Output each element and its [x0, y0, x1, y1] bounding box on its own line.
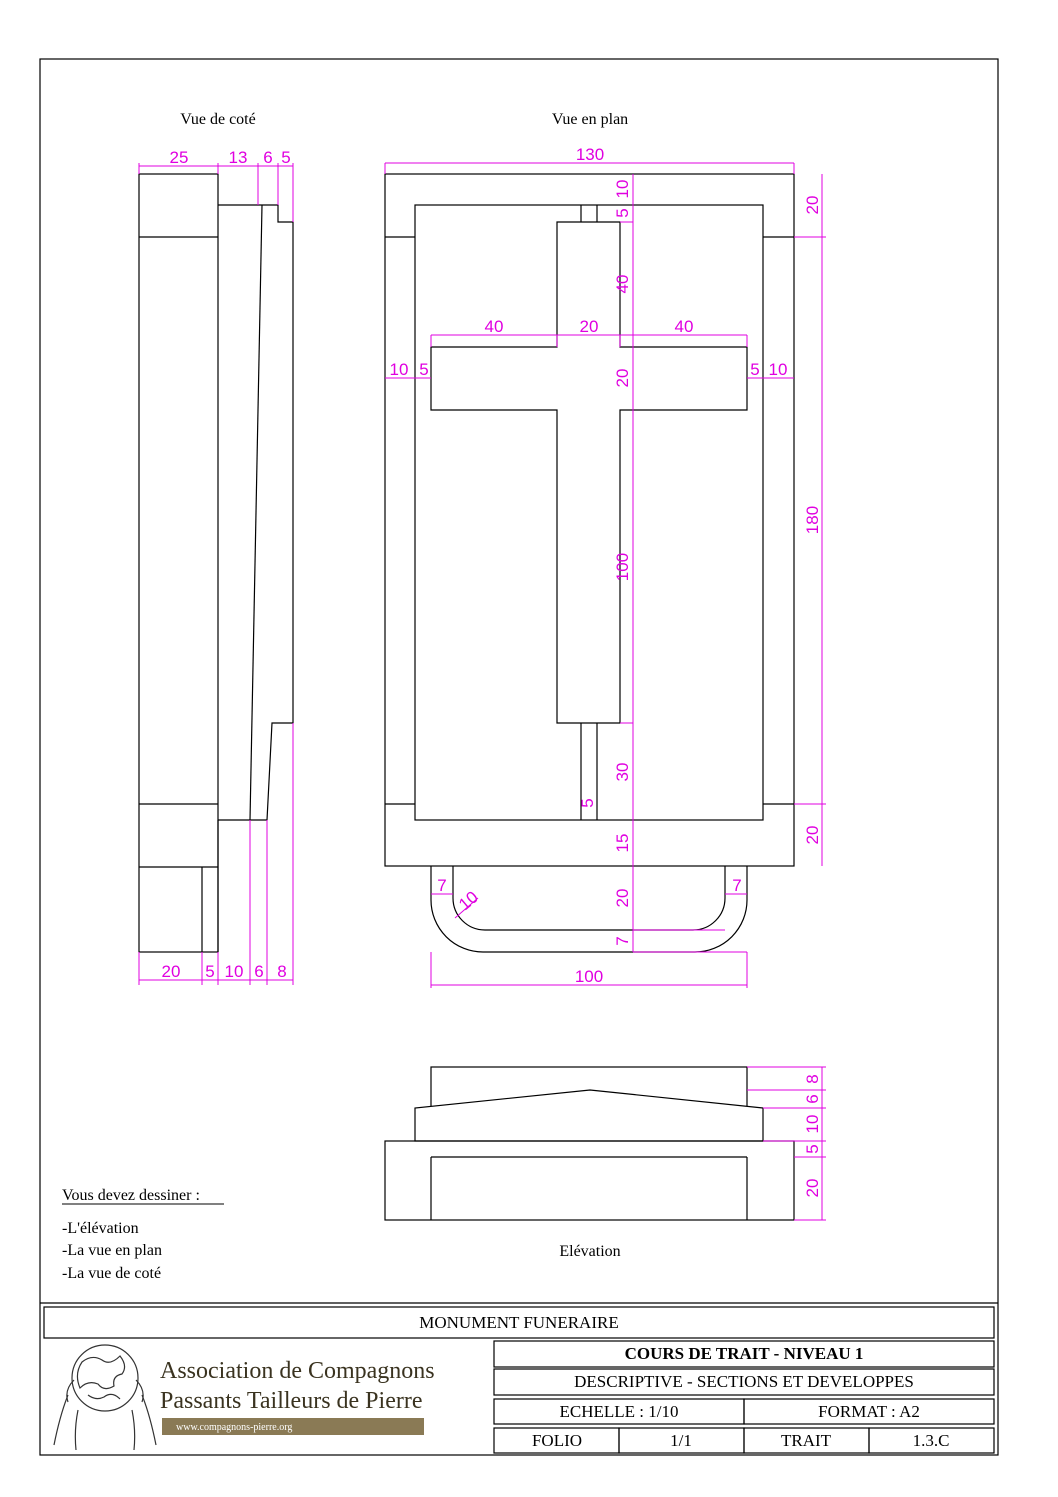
dim-plan-right-small-1: 5	[750, 360, 759, 379]
dim-plan-left-2: 5	[419, 360, 428, 379]
format-value: FORMAT : A2	[818, 1402, 920, 1421]
dim-plan-left-1: 10	[390, 360, 409, 379]
logo-line-2: Passants Tailleurs de Pierre	[160, 1388, 423, 1414]
sheet-border	[39, 58, 999, 1456]
instruction-item: -L'élévation	[62, 1220, 139, 1237]
course-name: COURS DE TRAIT - NIVEAU 1	[625, 1344, 864, 1363]
dim-base-left: 7	[437, 876, 446, 895]
dim-cross-arm-right: 40	[675, 317, 694, 336]
dim-elev-1: 8	[803, 1074, 822, 1083]
folio-value: 1/1	[670, 1431, 692, 1450]
dim-cross-center: 20	[580, 317, 599, 336]
plan-view-title: Vue en plan	[552, 111, 628, 128]
dim-center-5: 100	[613, 553, 632, 581]
elevation-view: 8 6 10 5 20 Elévation	[384, 1066, 826, 1260]
trait-label: TRAIT	[781, 1431, 832, 1450]
instructions-heading: Vous devez dessiner :	[62, 1187, 200, 1204]
dim-center-2: 5	[613, 208, 632, 217]
dim-elev-3: 10	[803, 1115, 822, 1134]
dim-side-bottom-2: 5	[205, 962, 214, 981]
dim-base-right: 7	[732, 876, 741, 895]
globe-hands-icon	[53, 1344, 157, 1451]
dim-plan-right-1: 20	[803, 196, 822, 215]
title-block: MONUMENT FUNERAIRE COURS DE TRAIT - NIVE…	[40, 1302, 998, 1454]
dim-center-3: 40	[613, 275, 632, 294]
dim-plan-right-small-2: 10	[769, 360, 788, 379]
logo-url: www.compagnons-pierre.org	[176, 1422, 292, 1433]
dim-center-8: 20	[613, 889, 632, 908]
folio-label: FOLIO	[532, 1431, 582, 1450]
dim-center-7: 15	[613, 834, 632, 853]
dim-elev-5: 20	[803, 1179, 822, 1198]
dim-center-4: 20	[613, 369, 632, 388]
dim-side-top-3: 6	[263, 148, 272, 167]
association-logo: Association de Compagnons Passants Taill…	[53, 1344, 435, 1451]
logo-url-band	[162, 1418, 424, 1435]
dim-side-bottom-3: 10	[225, 962, 244, 981]
dim-side-top-1: 25	[170, 148, 189, 167]
side-view-title: Vue de coté	[180, 111, 255, 128]
dim-cross-arm-left: 40	[485, 317, 504, 336]
logo-line-1: Association de Compagnons	[160, 1358, 435, 1384]
subject-name: DESCRIPTIVE - SECTIONS ET DEVELOPPES	[574, 1372, 914, 1391]
dim-base-radius: 10	[455, 887, 482, 914]
dim-elev-4: 5	[803, 1144, 822, 1153]
dim-side-top-4: 5	[281, 148, 290, 167]
dim-side-bottom-4: 6	[254, 962, 263, 981]
elevation-title: Elévation	[559, 1243, 620, 1260]
dim-center-6: 30	[613, 763, 632, 782]
dim-plan-width: 130	[576, 145, 604, 164]
dim-plan-right-3: 20	[803, 826, 822, 845]
trait-value: 1.3.C	[913, 1431, 950, 1450]
scale-value: ECHELLE : 1/10	[560, 1402, 679, 1421]
instruction-item: -La vue de coté	[62, 1265, 161, 1282]
dim-center-1: 10	[613, 180, 632, 199]
dim-center-9: 7	[613, 936, 632, 945]
dim-side-bottom-1: 20	[162, 962, 181, 981]
side-view: Vue de coté 25 13 6 5 20 5 10 6 8	[138, 111, 294, 985]
dim-side-bottom-5: 8	[277, 962, 286, 981]
drawing-title: MONUMENT FUNERAIRE	[419, 1313, 618, 1332]
dim-cross-base: 5	[578, 798, 597, 807]
dim-base-width: 100	[575, 967, 603, 986]
dim-elev-2: 6	[803, 1094, 822, 1103]
plan-view: Vue en plan	[384, 111, 826, 988]
instructions: Vous devez dessiner : -L'élévation -La v…	[62, 1187, 224, 1282]
dim-side-top-2: 13	[229, 148, 248, 167]
dim-plan-right-2: 180	[803, 506, 822, 534]
instruction-item: -La vue en plan	[62, 1242, 162, 1259]
